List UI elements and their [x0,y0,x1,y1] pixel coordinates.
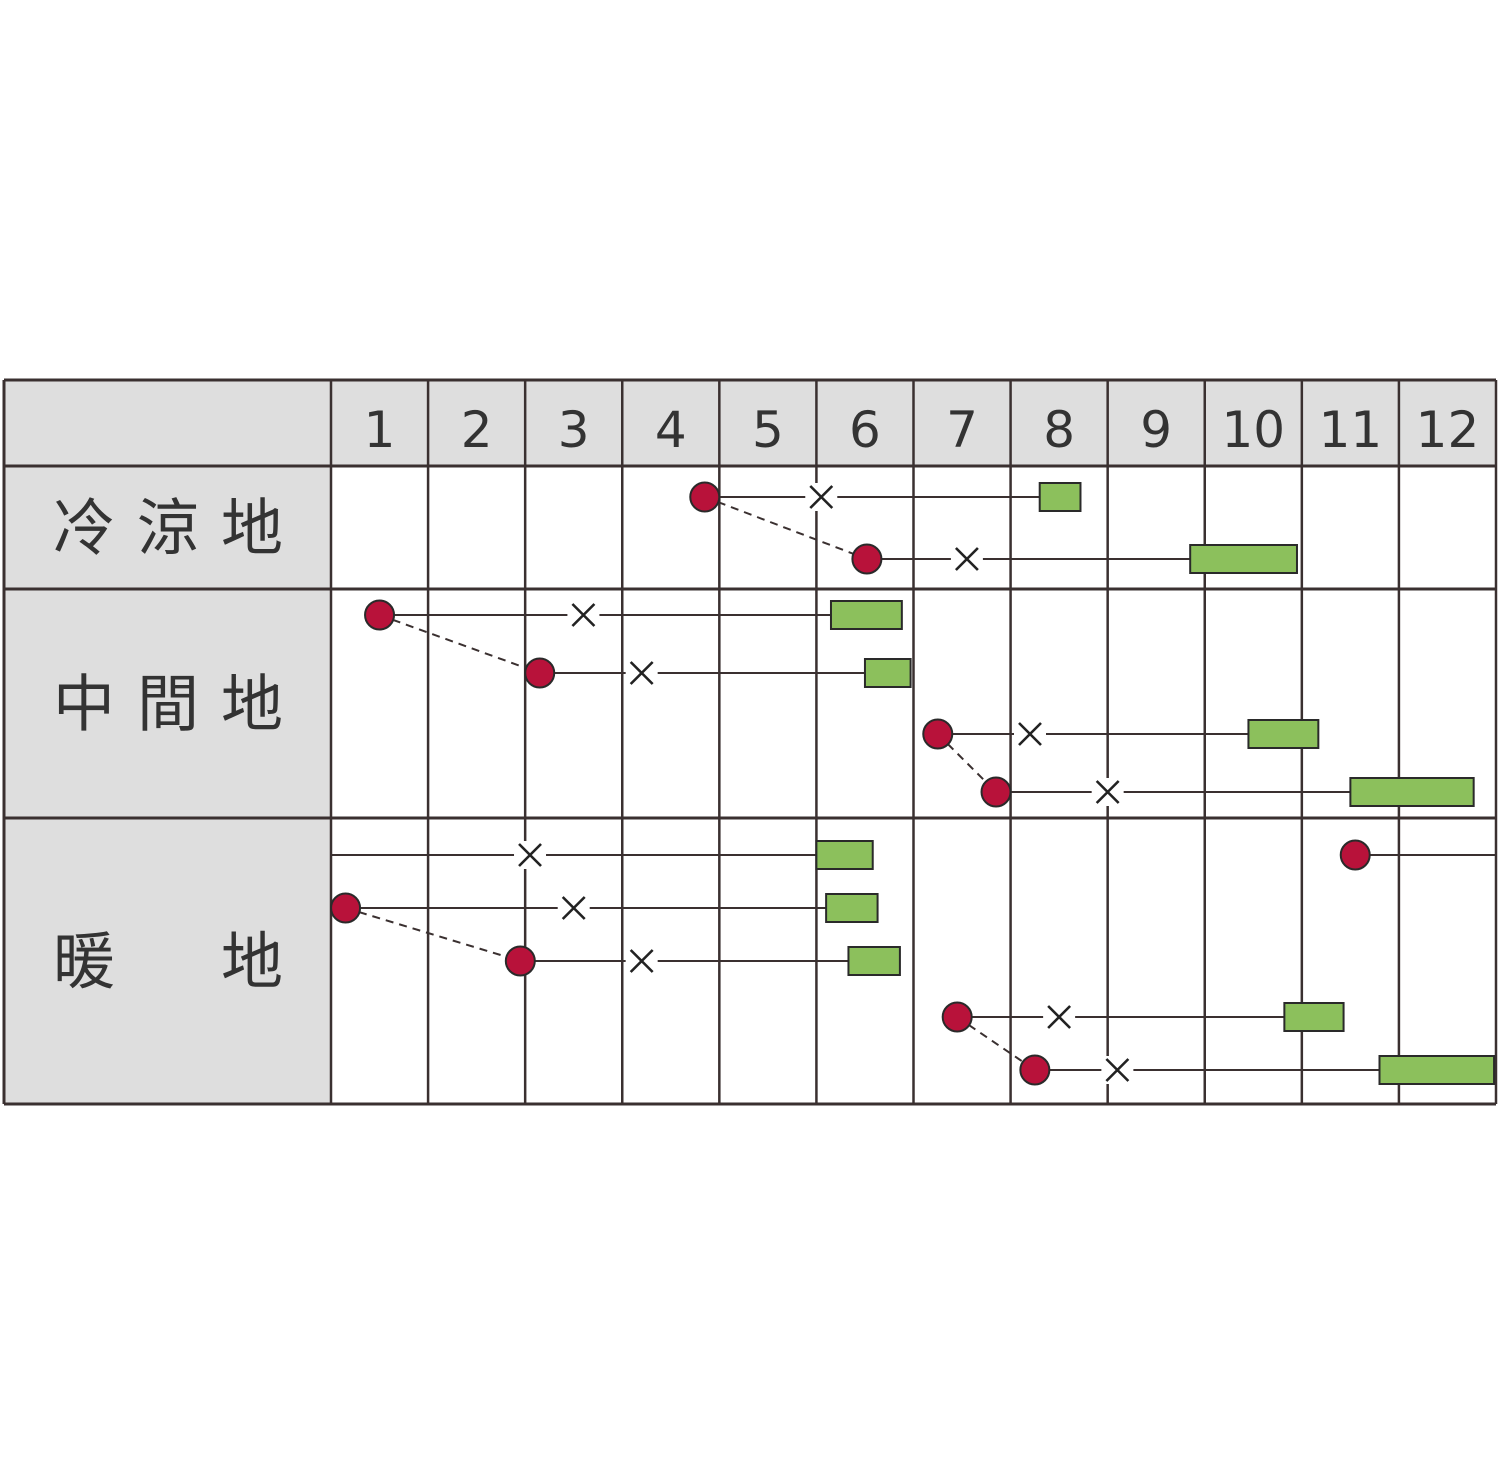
transplant-mark [1018,722,1042,746]
month-label: 10 [1221,401,1285,459]
month-label: 1 [364,401,396,459]
month-label: 5 [752,401,784,459]
month-label: 9 [1140,401,1172,459]
region-label: 涼 [137,492,199,565]
transplant-mark [1105,1058,1130,1082]
sowing-dot [504,945,536,977]
month-label: 8 [1043,401,1075,459]
month-header-cell [816,380,914,466]
header-corner-cell [4,380,331,466]
month-header-cell [1301,380,1399,466]
region-label: 地 [221,492,283,565]
transplant-mark [1047,1005,1072,1029]
month-label: 7 [946,401,978,459]
harvest-bar [1189,544,1298,574]
month-header-cell [719,380,817,466]
harvest-bar [863,658,912,688]
sowing-dot [922,718,954,750]
region-label: 地 [221,925,283,998]
month-label: 4 [655,401,687,459]
sowing-dot [1019,1054,1051,1086]
sowing-dot [689,481,721,513]
month-header-cell [331,380,429,466]
month-label: 12 [1416,401,1480,459]
transplant-mark [1095,780,1120,804]
transplant-mark [571,603,596,627]
harvest-bar [815,840,874,870]
region-label: 暖 [53,925,115,998]
harvest-bar [825,893,879,923]
sowing-link-dashed [956,1016,1036,1071]
harvest-bar [1349,777,1475,807]
month-label: 11 [1319,401,1383,459]
region-header-cell [4,466,331,589]
sowing-dot [980,776,1012,808]
region-label: 間 [137,668,199,741]
month-header-cell [913,380,1011,466]
sowing-link-dashed [345,907,521,962]
sowing-dot [1339,839,1371,871]
sowing-link-dashed [379,614,541,674]
month-label: 3 [558,401,590,459]
month-header-cell [1204,380,1302,466]
transplant-mark [954,547,979,571]
harvest-bar [1378,1055,1496,1085]
harvest-bar [1247,719,1320,749]
region-label: 地 [221,668,283,741]
sowing-link-dashed [704,496,868,560]
sowing-dot [524,657,556,689]
sowing-dot [851,543,883,575]
region-label: 中 [53,668,115,741]
month-header-cell [1010,380,1108,466]
transplant-mark [561,896,586,920]
transplant-mark [518,843,542,867]
sowing-dot [941,1001,973,1033]
region-header-cell [4,589,331,818]
harvest-bar [1283,1002,1345,1032]
sowing-dot [330,892,362,924]
transplant-mark [629,661,654,685]
harvest-bar [847,946,901,976]
month-header-cell [525,380,623,466]
harvest-bar [829,600,903,630]
transplant-mark [629,949,654,973]
month-label: 6 [849,401,881,459]
harvest-bar [1038,482,1082,512]
sowing-dot [364,599,396,631]
month-label: 2 [461,401,493,459]
month-header-cell [1398,380,1496,466]
region-header-cell [4,818,331,1104]
month-header-cell [622,380,720,466]
month-header-cell [1107,380,1205,466]
transplant-mark [809,485,834,509]
region-label: 冷 [53,492,115,565]
month-header-cell [428,380,526,466]
